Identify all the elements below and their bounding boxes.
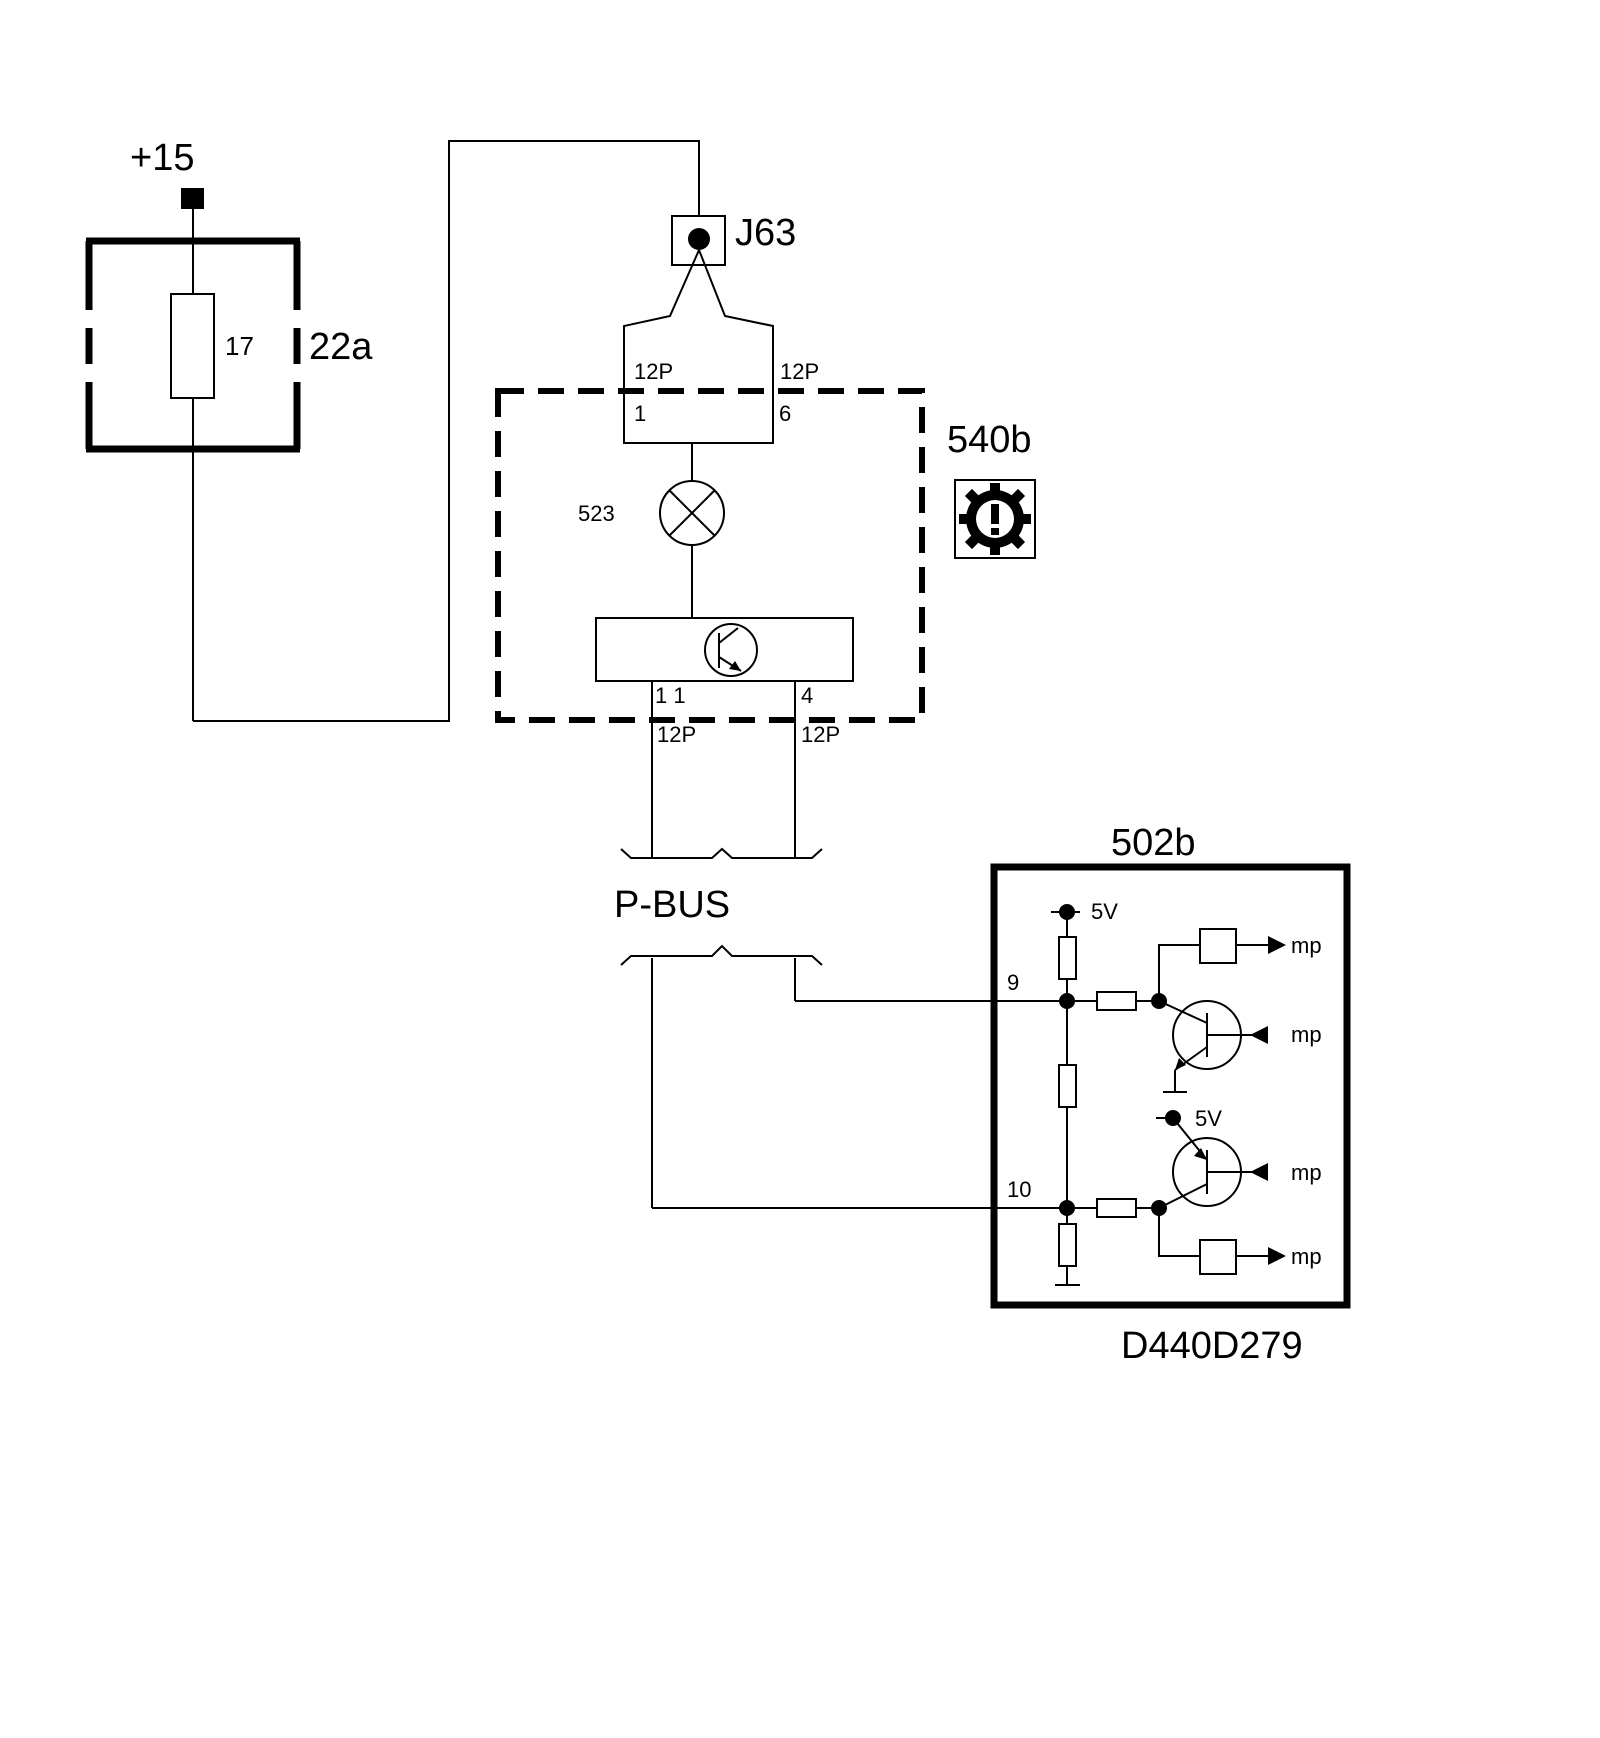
ecu-label: 502b — [1111, 822, 1196, 864]
divider-resistor — [1058, 1064, 1077, 1108]
fuse-17 — [170, 293, 215, 399]
connector-label: J63 — [735, 212, 796, 254]
supply-terminal — [181, 188, 204, 209]
pnp-transistor-icon — [1158, 1117, 1242, 1209]
pulldown-resistor — [1058, 1223, 1077, 1267]
driver-transistor-icon — [704, 623, 758, 677]
mp-label: mp — [1291, 933, 1322, 958]
module-540b: 540b 523 1 1 4 12P 12P — [495, 388, 1032, 858]
pin-12p-label: 12P — [801, 722, 840, 747]
bus-label: P-BUS — [614, 884, 730, 926]
output-buffer — [1199, 928, 1237, 964]
ecu-502b: 502b 9 10 5V mp — [990, 822, 1351, 1309]
pin-1-label: 1 — [634, 401, 646, 426]
fuse-label: 17 — [225, 331, 254, 361]
output-buffer — [1199, 1239, 1237, 1275]
fuse-box-label: 22a — [309, 326, 373, 368]
pin-6-label: 6 — [779, 401, 791, 426]
p-bus: P-BUS — [614, 847, 1067, 1209]
mp-label: mp — [1291, 1160, 1322, 1185]
drawing-number: D440D279 — [1121, 1325, 1303, 1367]
module-label: 540b — [947, 419, 1032, 461]
pin-12p-label: 12P — [634, 359, 673, 384]
supply-branch: +15 22a 17 — [85, 137, 700, 722]
pin-12p-label: 12P — [657, 722, 696, 747]
mp-label: mp — [1291, 1022, 1322, 1047]
pullup-resistor — [1058, 936, 1077, 980]
v5-label: 5V — [1195, 1106, 1222, 1131]
connector-j63: J63 12P 12P 1 6 — [623, 212, 819, 444]
mp-label: mp — [1291, 1244, 1322, 1269]
pin-10-label: 10 — [1007, 1177, 1031, 1202]
series-resistor — [1096, 1198, 1137, 1218]
npn-transistor-icon — [1158, 1000, 1242, 1093]
supply-label: +15 — [130, 137, 194, 179]
pin-4-label: 4 — [801, 683, 813, 708]
pin-9-label: 9 — [1007, 970, 1019, 995]
bulb-label: 523 — [578, 501, 615, 526]
v5-label: 5V — [1091, 899, 1118, 924]
series-resistor — [1096, 991, 1137, 1011]
gear-warning-icon — [954, 479, 1036, 559]
bulb-523 — [659, 480, 725, 546]
pin-12p-label: 12P — [780, 359, 819, 384]
pin-11-label: 1 1 — [655, 683, 686, 708]
